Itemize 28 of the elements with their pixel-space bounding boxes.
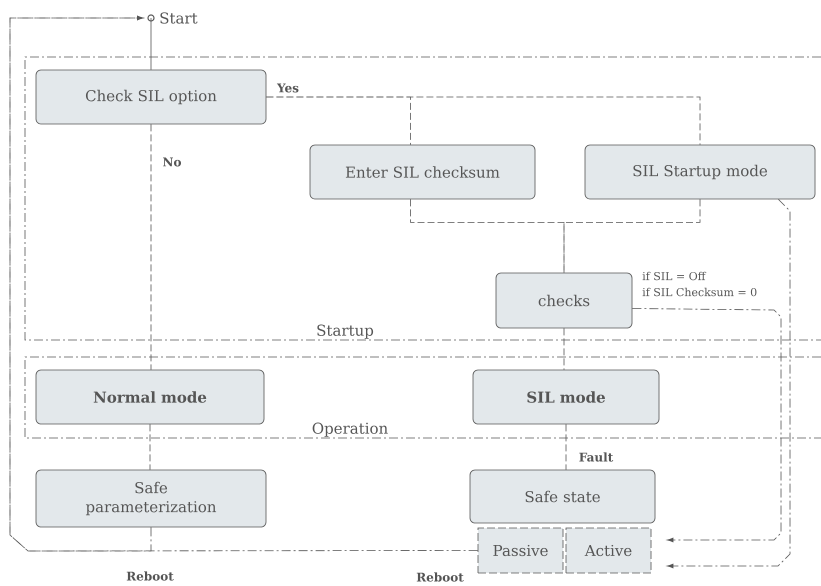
connector — [564, 199, 700, 273]
option-box: Active — [566, 528, 652, 574]
state-box: Normal mode — [36, 370, 264, 424]
state-box: Enter SIL checksum — [310, 144, 536, 200]
state-box: Safe parameterization — [36, 470, 266, 528]
connector — [666, 199, 790, 568]
state-box: checks — [496, 272, 632, 328]
node-label: Start — [160, 12, 198, 24]
edge-label: Fault — [578, 451, 614, 463]
edge-label: Reboot — [415, 571, 465, 583]
state-box: SIL Startup mode — [584, 144, 816, 200]
edge-label: Yes — [276, 82, 300, 94]
condition-label: if SIL Checksum = 0 — [642, 288, 756, 296]
edge-label: Reboot — [125, 570, 175, 582]
connector — [632, 308, 782, 542]
connector — [10, 16, 152, 552]
connector — [266, 96, 700, 145]
state-box: Safe state — [470, 470, 656, 524]
condition-label: if SIL = Off — [642, 272, 706, 280]
connector — [10, 16, 478, 552]
connector — [150, 124, 152, 370]
start-point: Start — [147, 12, 198, 24]
connector — [410, 199, 564, 273]
state-box: Check SIL option — [36, 70, 266, 124]
connector — [150, 18, 152, 70]
option-box: Passive — [478, 528, 564, 574]
edge-label: No — [162, 156, 182, 168]
state-box: SIL mode — [472, 370, 660, 424]
